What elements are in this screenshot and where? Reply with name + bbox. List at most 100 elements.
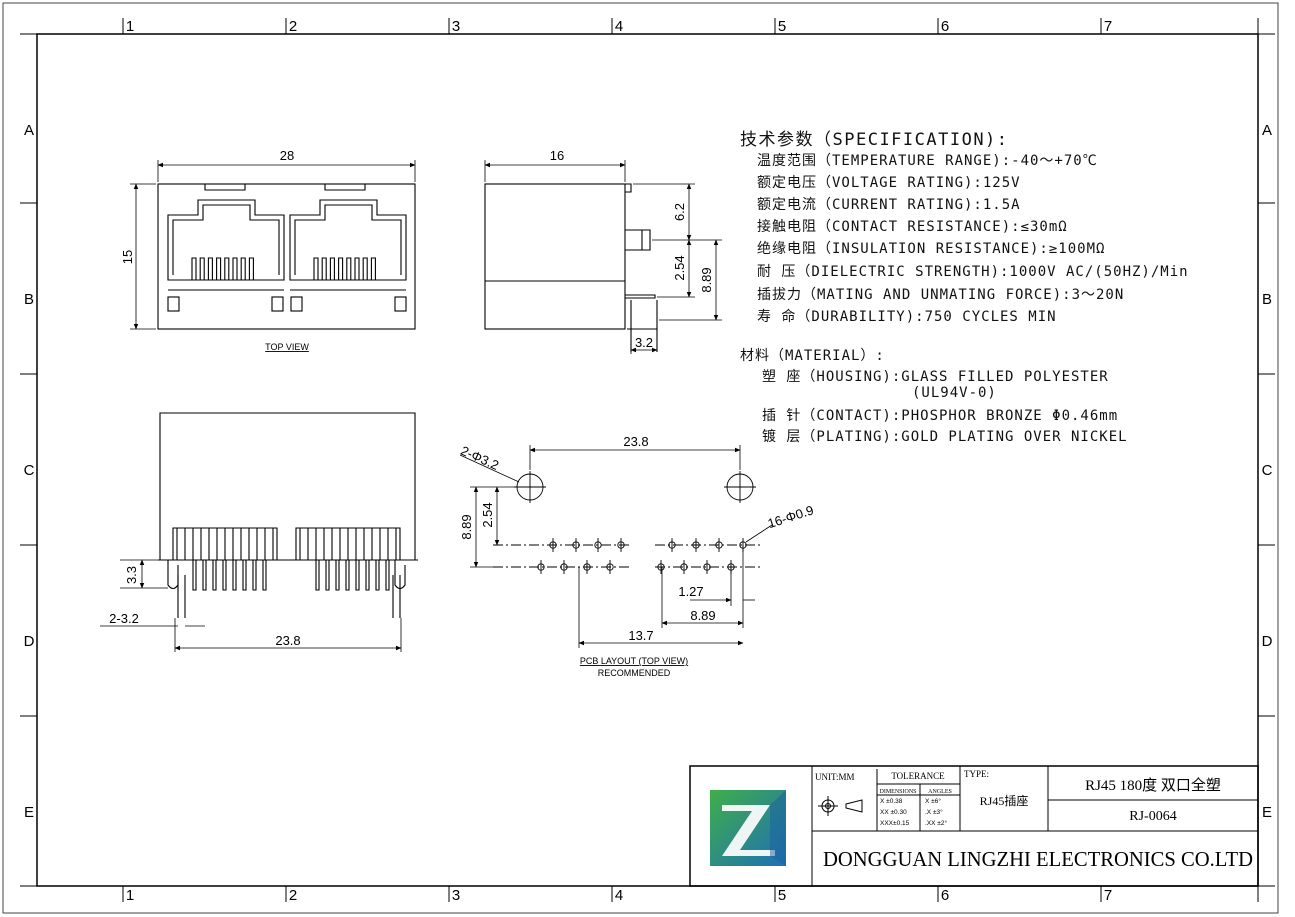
pcb-dim-hole-0-9: 16-Φ0.9 (766, 502, 816, 531)
pin-leg (355, 560, 360, 591)
zone-column-label: 7 (1104, 18, 1112, 35)
material-item: (UL94V-0) (912, 385, 997, 401)
pin-leg (232, 560, 237, 591)
zone-column-label: 1 (126, 887, 134, 904)
top-view-dimensions (130, 160, 416, 330)
dim-23-8-front: 23.8 (275, 633, 300, 648)
material-heading: 材料（MATERIAL）: (740, 348, 885, 364)
material-item: 塑 座（HOUSING):GLASS FILLED POLYESTER (762, 369, 1109, 385)
zone-row-label: E (1262, 804, 1272, 821)
front-view-dimensions (100, 559, 402, 652)
zone-column-label: 2 (289, 887, 297, 904)
company-name: DONGGUAN LINGZHI ELECTRONICS CO.LTD (823, 847, 1253, 871)
pcb-layout (493, 471, 760, 574)
spec-heading: 技术参数（SPECIFICATION): (740, 130, 1009, 150)
angles-header: ANGLES (928, 789, 952, 795)
pin-leg (365, 560, 370, 591)
spec-item: 寿 命（DURABILITY):750 CYCLES MIN (757, 309, 1057, 325)
dim-28: 28 (280, 148, 294, 163)
contact-pin (191, 257, 197, 280)
dimensions-header: DIMENSIONS (879, 789, 916, 795)
pin-leg (325, 560, 330, 591)
spec-item: 额定电流（CURRENT RATING):1.5A (757, 197, 1021, 213)
spec-item: 接触电阻（CONTACT RESISTANCE):≤30mΩ (757, 219, 1068, 235)
zone-column-label: 5 (778, 887, 786, 904)
product-name: RJ45 180度 双口全塑 (1085, 776, 1221, 794)
contact-pin (232, 257, 238, 280)
spec-item: 绝缘电阻（INSULATION RESISTANCE):≥100MΩ (757, 241, 1106, 257)
contact-pin (199, 257, 205, 280)
pin-leg (385, 560, 390, 591)
contact-pin (346, 257, 352, 280)
pin-leg (192, 560, 197, 591)
tolerance-dimension: XX ±0.30 (880, 809, 907, 816)
zone-row-label: A (1262, 122, 1272, 139)
dim-15: 15 (120, 250, 135, 264)
zone-column-label: 6 (941, 18, 949, 35)
top-view-label: TOP VIEW (265, 342, 309, 352)
pin-leg (212, 560, 217, 591)
material-item: 镀 层（PLATING):GOLD PLATING OVER NICKEL (762, 429, 1128, 445)
zone-row-label: C (1262, 462, 1273, 479)
side-view-dimensions (484, 160, 722, 354)
zone-row-label: B (1262, 291, 1272, 308)
tolerance-header: TOLERANCE (891, 771, 945, 781)
side-view (484, 183, 658, 352)
contact-pin (329, 257, 335, 280)
tolerance-angle: .XX ±2° (925, 819, 947, 827)
dim-3-2: 3.2 (635, 335, 653, 350)
zone-row-label: D (24, 633, 35, 650)
spec-item: 插拔力（MATING AND UNMATING FORCE):3～20N (757, 287, 1125, 303)
pin-leg (202, 560, 207, 591)
contact-pin (248, 257, 254, 280)
pin-leg (345, 560, 350, 591)
pin-leg (222, 560, 227, 591)
contact-pin (216, 257, 222, 280)
pcb-dimensions (459, 445, 773, 648)
material-item: 插 针（CONTACT):PHOSPHOR BRONZE Φ0.46mm (762, 408, 1119, 424)
spec-item: 温度范围（TEMPERATURE RANGE):-40～+70℃ (757, 153, 1098, 169)
zone-column-label: 2 (289, 18, 297, 35)
zone-row-label: B (24, 291, 34, 308)
zone-column-label: 1 (126, 18, 134, 35)
pcb-layout-sublabel: RECOMMENDED (598, 668, 671, 678)
zone-column-label: 4 (615, 18, 623, 35)
contact-pin (207, 257, 213, 280)
type-value: RJ45插座 (980, 793, 1029, 808)
pin-leg (252, 560, 257, 591)
spec-item: 耐 压（DIELECTRIC STRENGTH):1000V AC/(50HZ)… (757, 264, 1189, 280)
zone-column-label: 5 (778, 18, 786, 35)
contact-pin (313, 257, 319, 280)
pcb-layout-label: PCB LAYOUT (TOP VIEW) (580, 656, 688, 666)
zone-column-label: 7 (1104, 887, 1112, 904)
dim-16: 16 (550, 148, 564, 163)
pcb-dim-2-54: 2.54 (480, 502, 495, 527)
dim-2-3-2: 2-3.2 (109, 611, 139, 626)
zone-row-label: D (1262, 633, 1273, 650)
contact-pin (321, 257, 327, 280)
pin-leg (262, 560, 267, 591)
company-logo (710, 790, 786, 866)
contact-pin (224, 257, 230, 280)
zone-column-label: 6 (941, 887, 949, 904)
contact-pin (240, 257, 246, 280)
pcb-dim-23-8: 23.8 (623, 434, 648, 449)
unit-label: UNIT:MM (815, 772, 855, 782)
pcb-dim-hole-3-2: 2-Φ3.2 (459, 443, 502, 473)
contact-pin (362, 257, 368, 280)
zone-column-label: 3 (452, 18, 460, 35)
type-label: TYPE: (964, 769, 989, 779)
dim-6-2: 6.2 (672, 203, 687, 221)
pin-leg (315, 560, 320, 591)
zone-row-label: C (24, 462, 35, 479)
zone-column-label: 3 (452, 887, 460, 904)
spec-item: 额定电压（VOLTAGE RATING):125V (757, 175, 1021, 191)
title-block (689, 765, 1259, 887)
tolerance-dimension: XXX±0.15 (880, 820, 910, 827)
contact-pin (370, 257, 376, 280)
pcb-dim-8-89-h: 8.89 (690, 608, 715, 623)
tolerance-angle: .X ±3° (925, 808, 943, 816)
pin-leg (375, 560, 380, 591)
